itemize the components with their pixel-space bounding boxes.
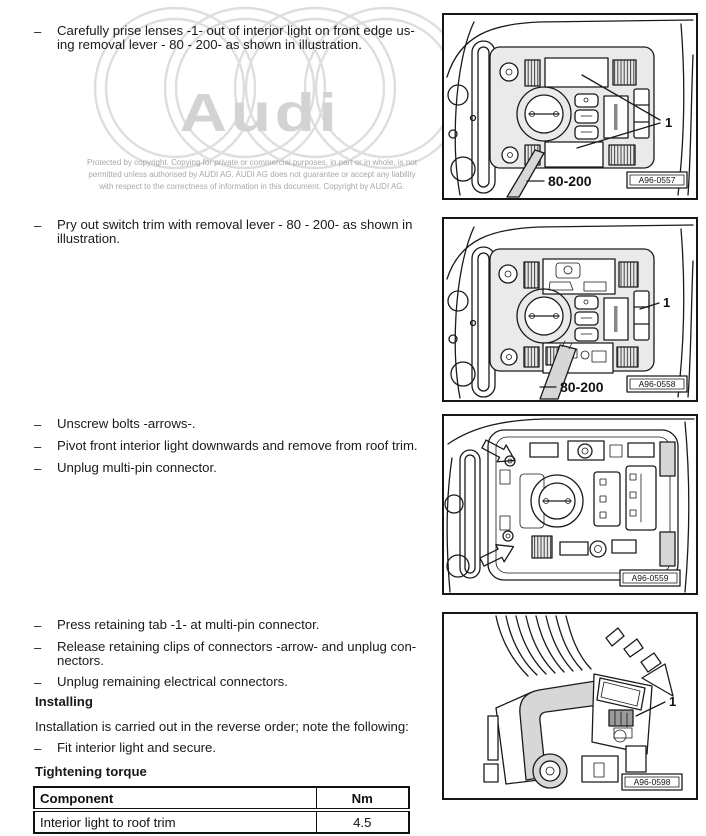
removal-lever [539, 340, 577, 400]
table-row: Interior light to roof trim 4.5 [33, 809, 410, 834]
installing-heading: Installing [35, 694, 93, 709]
torque-component-cell: Interior light to roof trim [33, 809, 317, 834]
instruction-line: Unscrew bolts -arrows-. [57, 416, 196, 431]
bolt-arrow-icon [481, 439, 516, 463]
figure-lens-removal: 1 80-200 A96-0557 [442, 13, 698, 200]
instruction-bullet: – Carefully prise lenses -1- out of inte… [34, 24, 415, 51]
bullet-dash: – [34, 417, 42, 432]
roof-outline [444, 418, 695, 593]
torque-value-cell: 4.5 [315, 809, 410, 834]
ribbon-cable [495, 615, 592, 677]
instruction-line: ing removal lever - 80 - 200- as shown i… [57, 36, 362, 52]
bullet-dash: – [34, 741, 42, 756]
torque-header-nm: Nm [315, 786, 410, 812]
light-housing [487, 429, 679, 581]
tool-label: 80-200 [539, 379, 604, 395]
instruction-bullet: – Release retaining clips of connectors … [34, 640, 416, 667]
figure-ref-label: A96-0559 [632, 573, 669, 583]
instruction-line: Unplug remaining electrical connectors. [57, 674, 288, 689]
bullet-dash: – [34, 461, 42, 476]
figure-ref-label: A96-0558 [639, 379, 676, 389]
figure-connector-release: 1 A96-0598 [442, 612, 698, 800]
instruction-line: Pry out switch trim with removal lever -… [57, 217, 413, 232]
copyright-line: permitted unless authorised by AUDI AG. … [88, 170, 416, 180]
console-panel [489, 248, 655, 374]
callout-1: 1 [635, 694, 676, 717]
instruction-line: nectors. [57, 652, 104, 668]
rotation-arrow-icon [605, 627, 674, 697]
figure-ref: A96-0598 [621, 773, 683, 791]
console-panel [489, 46, 655, 169]
bullet-dash: – [34, 618, 42, 633]
bullet-dash: – [34, 24, 42, 39]
figure-tool-label: 80-200 [560, 379, 604, 395]
copyright-notice: Protected by copyright. Copying for priv… [52, 157, 452, 194]
instruction-line: Press retaining tab -1- at multi-pin con… [57, 617, 320, 632]
installing-paragraph: Installation is carried out in the rever… [35, 719, 409, 734]
figure-ref: A96-0559 [619, 569, 681, 587]
figure-callout-label: 1 [665, 115, 672, 130]
copyright-line: Protected by copyright. Copying for priv… [87, 158, 417, 167]
removal-lever [506, 149, 545, 198]
figure-callout-label: 1 [669, 694, 676, 709]
instruction-line: illustration. [57, 230, 121, 246]
figure-ref: A96-0557 [626, 171, 688, 189]
figure-ref-label: A96-0598 [634, 777, 671, 787]
connector-bracket [483, 673, 653, 789]
figure-ref-label: A96-0557 [639, 175, 676, 185]
audi-logo-watermark: Audi [179, 83, 341, 143]
instruction-bullet: – Pry out switch trim with removal lever… [34, 218, 412, 245]
callout-1: 1 [639, 295, 670, 310]
instruction-line: Unplug multi-pin connector. [57, 460, 217, 475]
instruction-line: Pivot front interior light downwards and… [57, 438, 418, 453]
figure-callout-label: 1 [663, 295, 670, 310]
tool-label: 80-200 [526, 173, 592, 189]
instruction-bullet: – Unscrew bolts -arrows-. [34, 416, 196, 432]
bolt-arrow-icon [479, 544, 515, 567]
instruction-bullet: – Pivot front interior light downwards a… [34, 438, 418, 454]
bullet-dash: – [34, 675, 42, 690]
copyright-line: with respect to the correctness of infor… [99, 182, 405, 192]
figure-tool-label: 80-200 [548, 173, 592, 189]
tightening-torque-heading: Tightening torque [35, 764, 147, 779]
bullet-dash: – [34, 439, 42, 454]
bullet-dash: – [34, 218, 42, 233]
instruction-bullet: – Press retaining tab -1- at multi-pin c… [34, 617, 320, 633]
torque-table: Component Nm Interior light to roof trim… [33, 786, 410, 834]
instruction-line: Fit interior light and secure. [57, 740, 217, 755]
bullet-dash: – [34, 640, 42, 655]
instruction-line: Release retaining clips of connectors -a… [57, 639, 417, 654]
instruction-bullet: – Fit interior light and secure. [34, 740, 217, 756]
figure-switch-trim-removal: 1 80-200 A96-0558 [442, 217, 698, 402]
figure-unscrew-bolts: A96-0559 [442, 414, 698, 595]
instruction-line: Carefully prise lenses -1- out of interi… [57, 23, 415, 38]
torque-header-component: Component [33, 786, 317, 812]
table-header-row: Component Nm [33, 786, 410, 812]
instruction-bullet: – Unplug remaining electrical connectors… [34, 674, 288, 690]
callout-1: 1 [576, 74, 672, 149]
instruction-bullet: – Unplug multi-pin connector. [34, 460, 217, 476]
figure-ref: A96-0558 [626, 375, 688, 393]
